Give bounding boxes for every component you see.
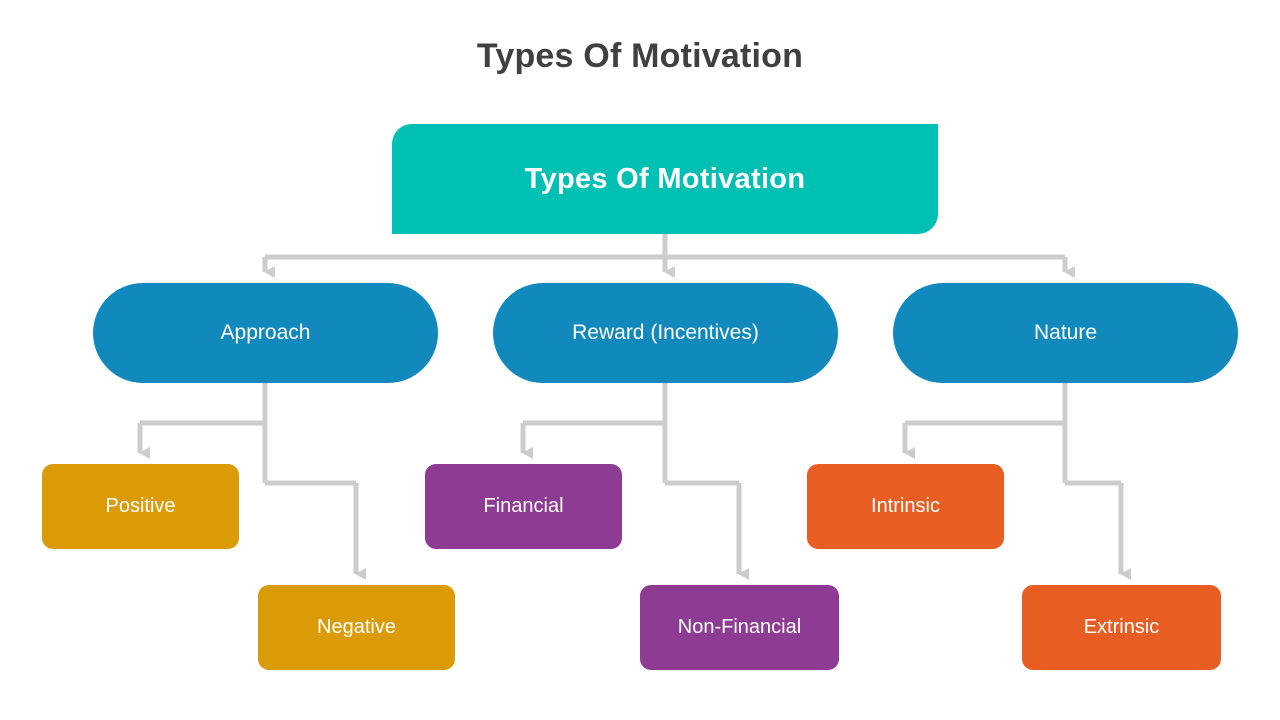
node-leaf-financial-label: Financial <box>483 495 564 517</box>
node-root-label: Types Of Motivation <box>524 162 806 195</box>
node-leaf-negative-label: Negative <box>317 616 396 638</box>
node-root-types-of-motivation[interactable]: Types Of Motivation <box>392 124 938 234</box>
node-branch-reward[interactable]: Reward (Incentives) <box>493 283 838 383</box>
node-leaf-extrinsic-label: Extrinsic <box>1083 616 1160 638</box>
node-leaf-positive[interactable]: Positive <box>42 464 239 549</box>
node-leaf-non-financial-label: Non-Financial <box>677 616 802 638</box>
node-branch-approach-label: Approach <box>220 321 311 344</box>
node-leaf-intrinsic-label: Intrinsic <box>871 495 940 517</box>
node-leaf-extrinsic[interactable]: Extrinsic <box>1022 585 1221 670</box>
node-leaf-negative[interactable]: Negative <box>258 585 455 670</box>
node-leaf-intrinsic[interactable]: Intrinsic <box>807 464 1004 549</box>
node-branch-nature-label: Nature <box>1033 321 1098 344</box>
node-branch-approach[interactable]: Approach <box>93 283 438 383</box>
page-title: Types Of Motivation <box>476 37 804 75</box>
node-branch-reward-label: Reward (Incentives) <box>572 321 759 344</box>
node-branch-nature[interactable]: Nature <box>893 283 1238 383</box>
node-leaf-non-financial[interactable]: Non-Financial <box>640 585 839 670</box>
node-leaf-positive-label: Positive <box>105 495 176 517</box>
node-leaf-financial[interactable]: Financial <box>425 464 622 549</box>
